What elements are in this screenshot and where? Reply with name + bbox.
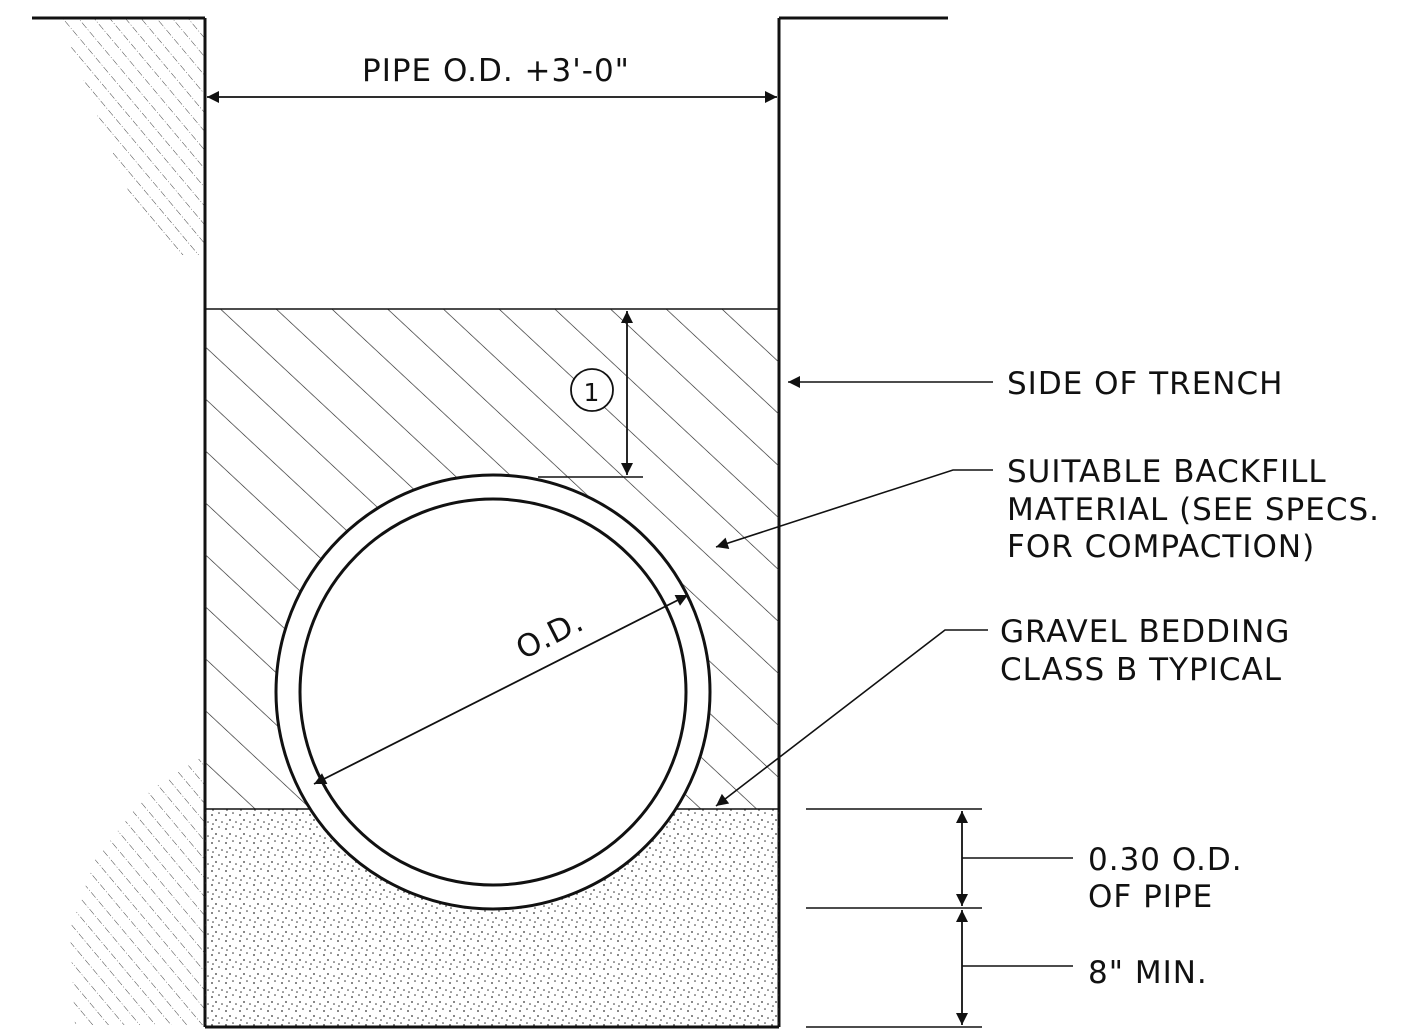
backfill-leader [715, 469, 993, 549]
gravel-bedding-leader [715, 629, 988, 807]
gravel-bedding-label-line2: CLASS B TYPICAL [1000, 652, 1282, 688]
min-depth-label: 8" MIN. [1088, 955, 1208, 991]
pipe-od-dimension-line [313, 594, 689, 785]
callout-number: 1 [584, 378, 601, 407]
earth-hatch-bottom [70, 755, 205, 1025]
earth-hatch-top [60, 18, 205, 255]
backfill-label-line1: SUITABLE BACKFILL [1007, 454, 1327, 490]
backfill-label-line2: MATERIAL (SEE SPECS. [1007, 492, 1380, 528]
backfill-label-line3: FOR COMPACTION) [1007, 529, 1315, 565]
pipe-inner-wall [298, 497, 688, 887]
gravel-bedding-label-line1: GRAVEL BEDDING [1000, 614, 1290, 650]
side-of-trench-label: SIDE OF TRENCH [1007, 366, 1283, 402]
trench-width-label: PIPE O.D. +3'-0" [362, 53, 630, 89]
bedding-depth-label-line2: OF PIPE [1088, 879, 1213, 915]
callout-circle [570, 368, 614, 412]
bedding-depth-label-line1: 0.30 O.D. [1088, 842, 1243, 878]
